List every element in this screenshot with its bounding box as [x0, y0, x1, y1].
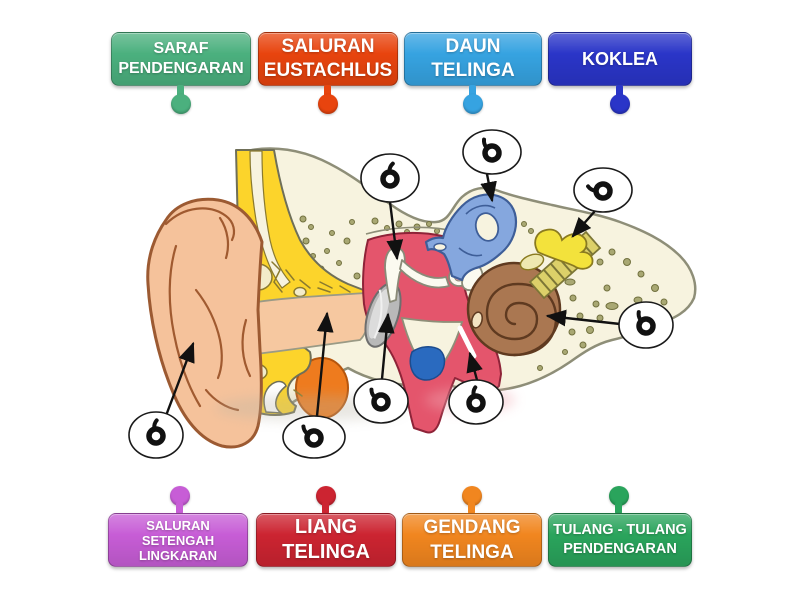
pointer-arrow — [466, 351, 483, 382]
pin-icon — [369, 387, 391, 412]
label-line: TELINGA — [282, 541, 370, 563]
pointer-arrow — [480, 172, 497, 203]
pointer-arrow — [571, 209, 597, 238]
answer-oval[interactable] — [448, 379, 504, 425]
label-pin — [610, 94, 630, 114]
label-pin — [170, 486, 190, 506]
label-line: SETENGAH — [141, 532, 215, 548]
pointer-arrow — [165, 341, 195, 415]
nerve-bright-shape — [534, 228, 594, 270]
cochlea-spiral — [485, 282, 558, 357]
label-saraf-pendengaran[interactable]: SARAF PENDENGARAN — [111, 32, 251, 86]
pointer-arrow — [315, 311, 334, 418]
answer-oval[interactable] — [573, 167, 633, 213]
label-line: PENDENGARAN — [563, 541, 677, 557]
pin-icon — [481, 137, 502, 163]
pin-icon — [380, 161, 400, 189]
label-pin — [463, 94, 483, 114]
label-pin — [318, 94, 338, 114]
label-line: DAUN — [445, 36, 501, 57]
answer-zone-2[interactable] — [282, 415, 346, 459]
label-gendang-telinga[interactable]: GENDANG TELINGA — [402, 513, 542, 567]
label-line: TULANG - TULANG — [553, 522, 687, 538]
label-pin — [469, 85, 476, 97]
pointer-arrows — [165, 172, 622, 418]
label-pin — [316, 486, 336, 506]
label-pin — [177, 85, 184, 97]
answer-zone-7[interactable] — [573, 167, 633, 213]
label-line: PENDENGARAN — [118, 60, 244, 77]
answer-zone-4[interactable] — [448, 379, 504, 425]
pin-icon — [636, 310, 656, 336]
pointer-arrow — [386, 200, 404, 261]
answer-oval[interactable] — [282, 415, 346, 459]
label-pin — [468, 502, 475, 514]
answer-zone-6[interactable] — [462, 129, 522, 175]
label-line: TELINGA — [430, 542, 514, 563]
pin-icon — [146, 418, 166, 446]
pin-icon — [301, 424, 324, 448]
answer-zone-8[interactable] — [618, 301, 674, 349]
answer-oval[interactable] — [353, 378, 409, 424]
label-pin — [615, 502, 622, 514]
answer-zone-3[interactable] — [353, 378, 409, 424]
answer-zone-5[interactable] — [360, 153, 420, 203]
label-pin — [176, 502, 183, 514]
answer-oval[interactable] — [462, 129, 522, 175]
label-line: EUSTACHLUS — [263, 60, 393, 81]
label-liang-telinga[interactable]: LIANG TELINGA — [256, 513, 396, 567]
white-sliver — [457, 325, 477, 359]
label-line: SARAF — [153, 40, 209, 57]
label-daun-telinga[interactable]: DAUN TELINGA — [404, 32, 542, 86]
label-tulang-tulang-pendengaran[interactable]: TULANG - TULANG PENDENGARAN — [548, 513, 692, 567]
canal-detail-lines — [458, 204, 496, 257]
label-line: SALURAN — [281, 36, 375, 57]
label-line: GENDANG — [423, 517, 521, 538]
answer-oval[interactable] — [618, 301, 674, 349]
label-koklea[interactable]: KOKLEA — [548, 32, 692, 86]
label-line: TELINGA — [431, 60, 515, 81]
label-saluran-eustachlus[interactable]: SALURAN EUSTACHLUS — [258, 32, 398, 86]
label-pin — [609, 486, 629, 506]
nerve-pale-blob — [519, 253, 545, 271]
answer-oval[interactable] — [128, 411, 184, 459]
cartilage-stripe — [249, 150, 291, 289]
label-line: KOKLEA — [582, 49, 658, 69]
pin-icon — [586, 181, 613, 201]
pin-icon — [466, 385, 486, 413]
label-line: SALURAN — [146, 517, 210, 533]
label-line: LINGKARAN — [139, 547, 217, 563]
eustachian-opening-shape — [409, 346, 446, 381]
label-pin — [616, 85, 623, 97]
cochlea-window — [470, 311, 484, 329]
answer-oval[interactable] — [360, 153, 420, 203]
pointer-arrow — [545, 309, 622, 327]
label-saluran-setengah-lingkaran[interactable]: SALURAN SETENGAH LINGKARAN — [108, 513, 248, 567]
canal-arm-hole — [433, 242, 447, 252]
label-pin — [322, 502, 329, 514]
label-pin — [462, 486, 482, 506]
pointer-arrow — [377, 312, 395, 381]
answer-zone-1[interactable] — [128, 411, 184, 459]
canal-loop-hole — [474, 212, 500, 242]
label-pin — [324, 85, 331, 97]
label-line: LIANG — [294, 516, 358, 538]
label-pin — [171, 94, 191, 114]
